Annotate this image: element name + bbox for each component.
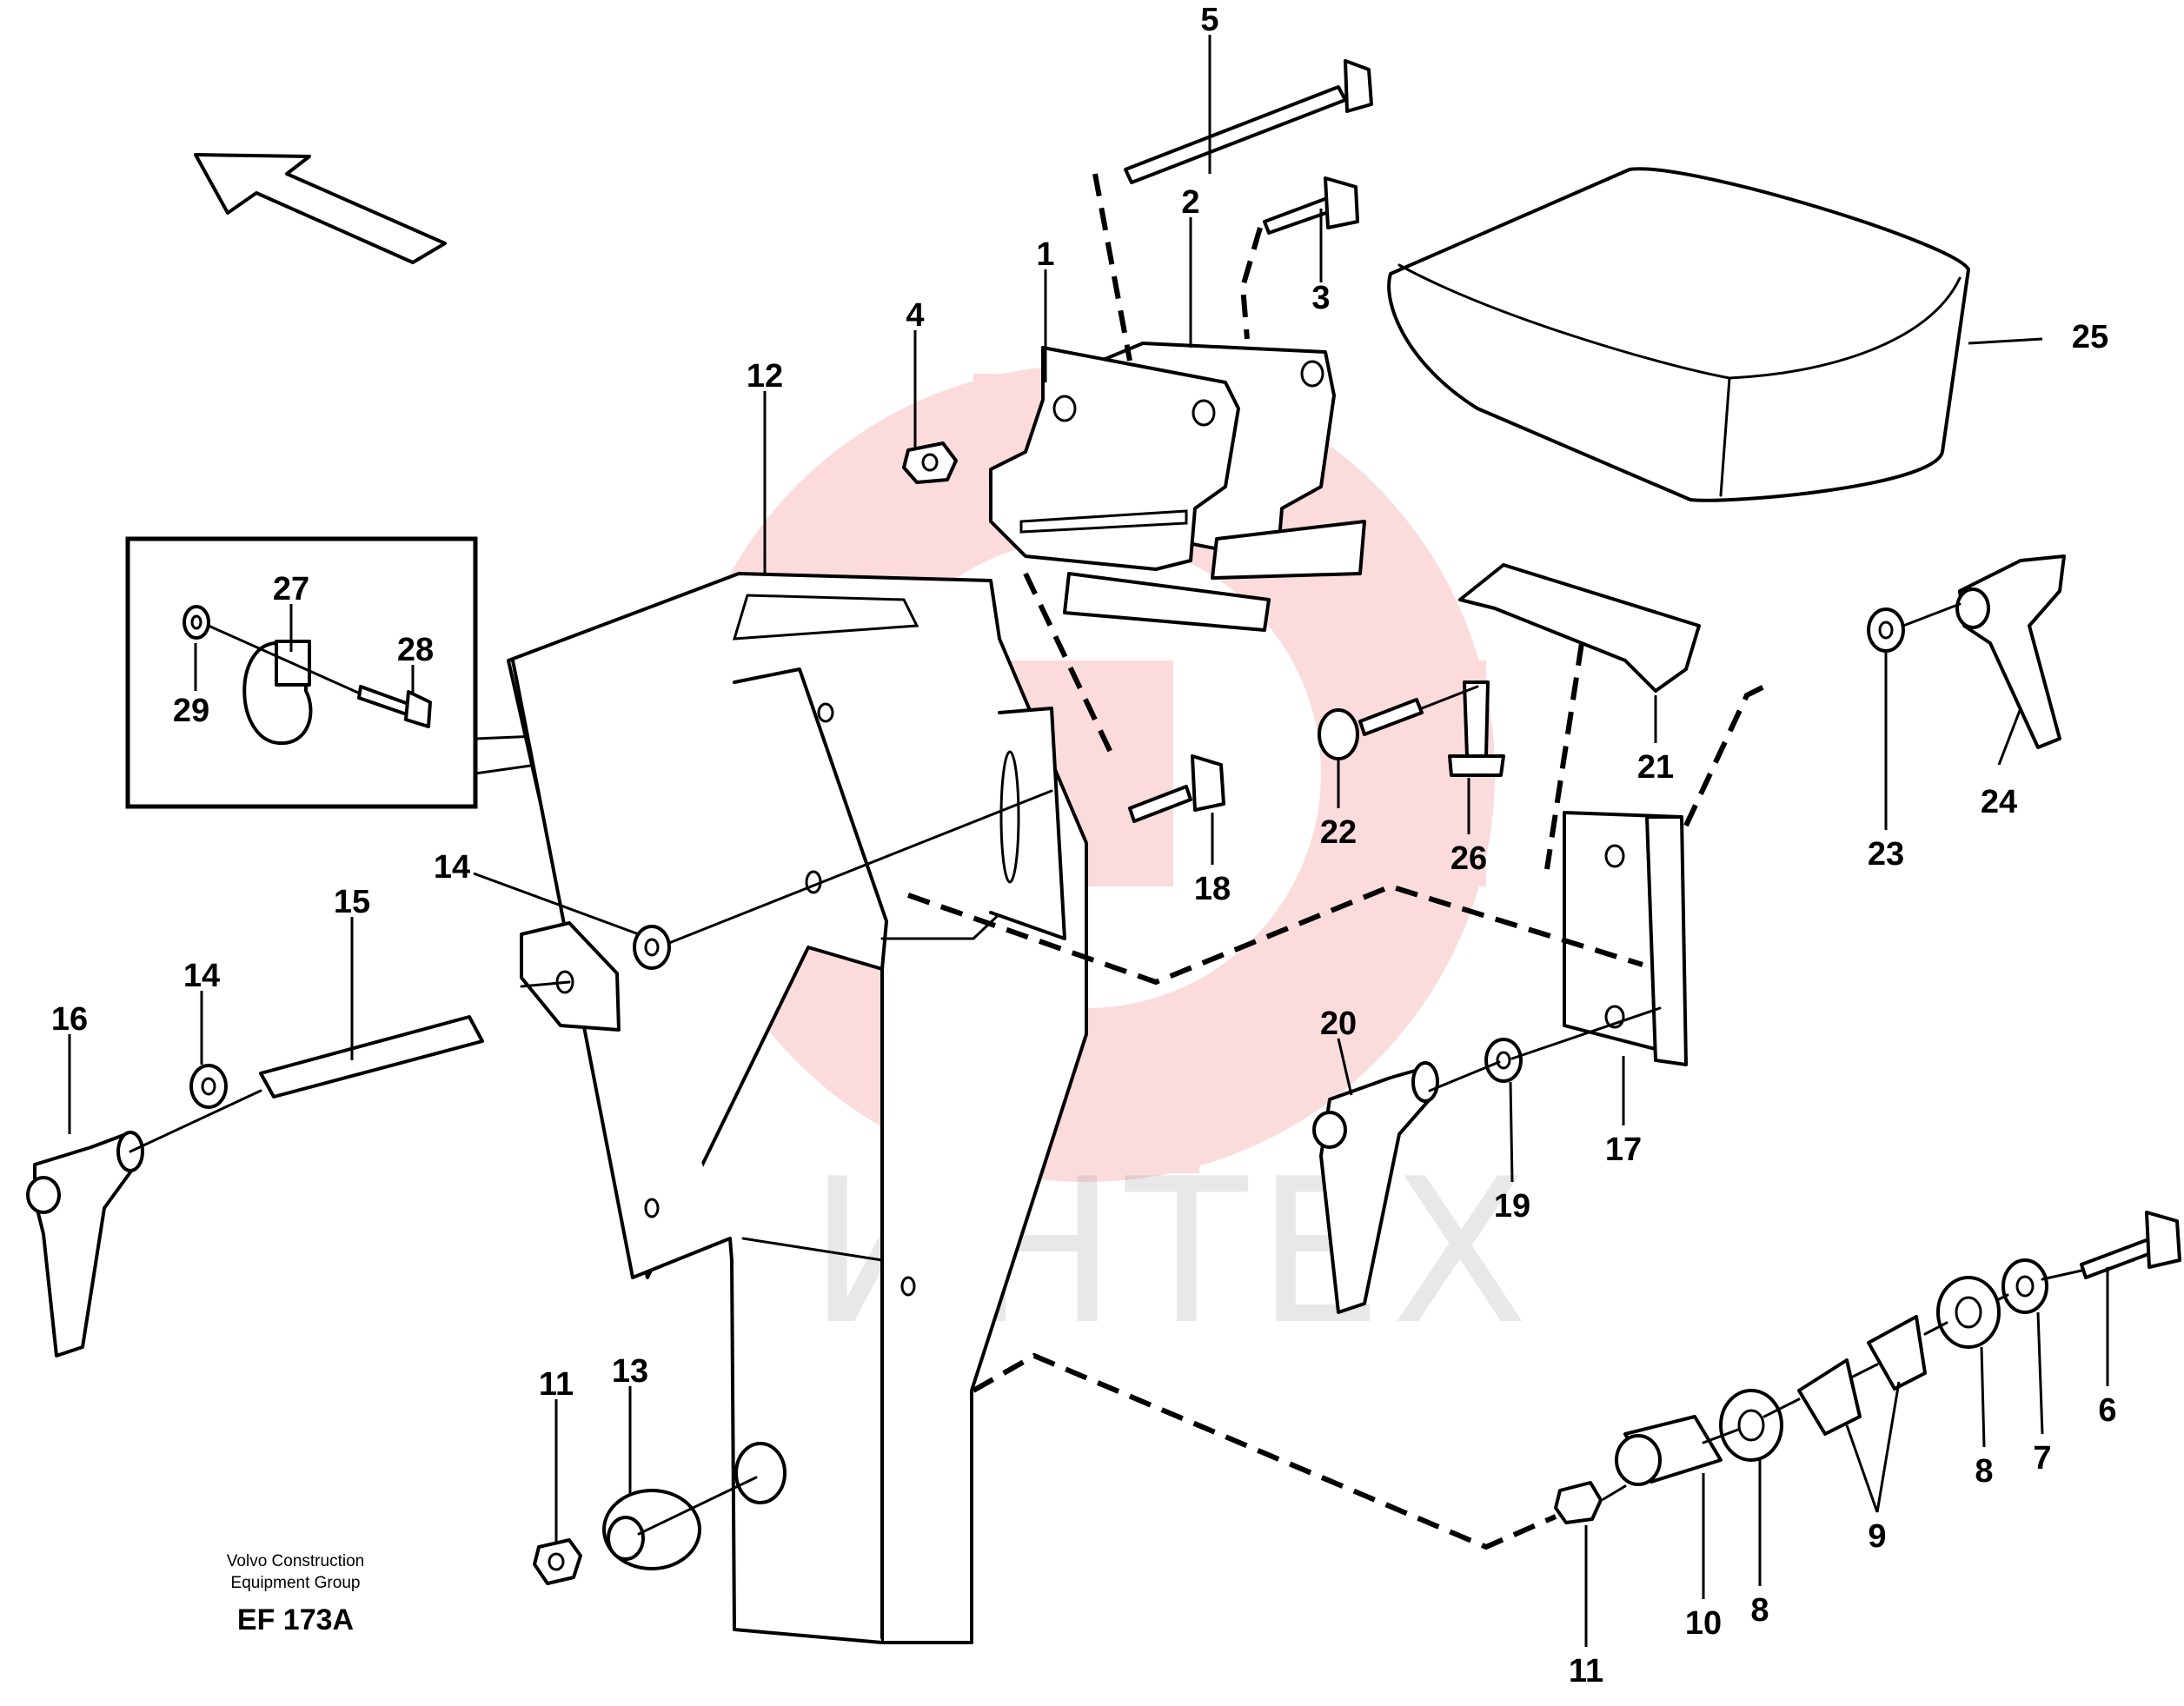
upper-brackets	[989, 342, 1366, 632]
callout-labels: 1 2 3 4 5 6 7 8 8 9 10 11 11 12 13 14 14…	[51, 2, 2117, 1689]
callout-15: 15	[334, 884, 370, 920]
callout-18: 18	[1194, 871, 1231, 907]
callout-3: 3	[1311, 280, 1330, 316]
callout-8-left: 8	[1750, 1592, 1769, 1629]
callout-8-right: 8	[1975, 1453, 1993, 1490]
callout-6: 6	[2098, 1392, 2116, 1429]
drawing-caption: Volvo Construction Equipment Group EF 17…	[227, 1552, 364, 1636]
side-brackets	[1458, 563, 1701, 1066]
callout-17: 17	[1605, 1132, 1642, 1168]
arrow-icon	[194, 153, 447, 264]
side-plate	[520, 921, 621, 1032]
callout-9: 9	[1868, 1518, 1886, 1555]
callout-19: 19	[1494, 1188, 1530, 1225]
callout-21: 21	[1637, 749, 1674, 786]
handles	[26, 554, 2066, 1357]
dashed-assembly-lines	[907, 173, 1766, 1550]
seat-cushion	[1387, 167, 1970, 502]
detail-inset	[125, 536, 783, 809]
callout-4: 4	[906, 297, 924, 334]
callout-26: 26	[1450, 840, 1487, 877]
callout-14-left: 14	[183, 958, 220, 994]
callout-2: 2	[1181, 184, 1199, 221]
callout-13: 13	[612, 1353, 648, 1390]
caption-line-2: Equipment Group	[231, 1574, 361, 1592]
caption-line-1: Volvo Construction	[227, 1552, 364, 1570]
callout-28: 28	[397, 632, 434, 668]
callout-12: 12	[747, 358, 783, 395]
fasteners	[189, 59, 2181, 1585]
callout-23: 23	[1868, 836, 1904, 873]
callout-5: 5	[1200, 2, 1218, 38]
callout-20: 20	[1320, 1006, 1357, 1042]
main-bracket	[507, 572, 1088, 1644]
callout-11-upper: 11	[539, 1366, 574, 1403]
callout-16: 16	[51, 1001, 88, 1038]
callout-11-lower: 11	[1569, 1653, 1603, 1689]
callout-22: 22	[1320, 814, 1357, 851]
connection-lines	[129, 602, 2083, 1536]
callout-24: 24	[1981, 784, 2017, 820]
callout-27: 27	[273, 571, 309, 607]
callout-29: 29	[173, 693, 209, 729]
callout-1: 1	[1036, 236, 1054, 273]
callout-14-upper: 14	[434, 849, 470, 886]
callout-7: 7	[2033, 1440, 2051, 1477]
leader-lines	[68, 35, 2109, 1647]
drawing-code: EF 173A	[237, 1603, 354, 1636]
callout-25: 25	[2072, 319, 2108, 355]
callout-10: 10	[1685, 1605, 1722, 1642]
